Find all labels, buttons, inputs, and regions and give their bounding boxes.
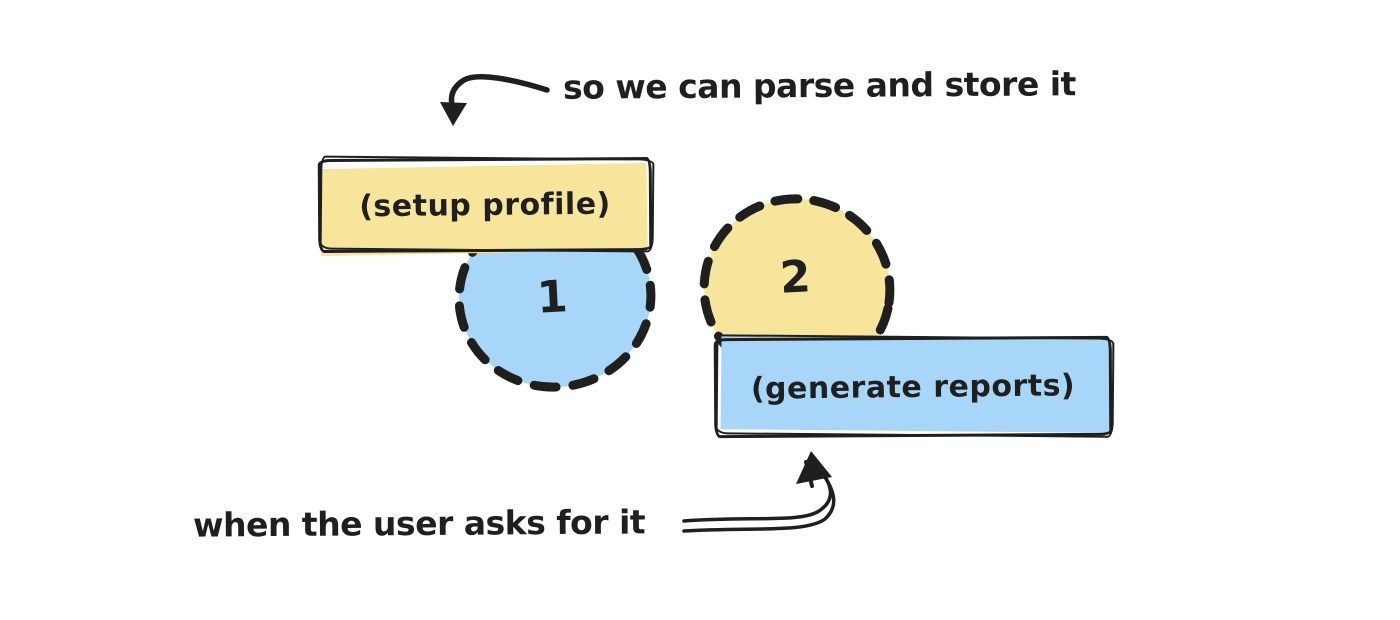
generate-reports-label: (generate reports) [750, 367, 1076, 407]
top-arrow [440, 73, 550, 126]
bottom-annotation: when the user asks for it [192, 502, 646, 545]
setup-profile-box: (setup profile) [317, 155, 655, 257]
setup-profile-label: (setup profile) [359, 186, 611, 224]
generate-reports-box: (generate reports) [713, 334, 1115, 439]
step-1-number: 1 [535, 271, 569, 324]
step-2-number: 2 [778, 251, 812, 304]
bottom-arrow [682, 451, 836, 533]
top-annotation: so we can parse and store it [562, 64, 1076, 107]
